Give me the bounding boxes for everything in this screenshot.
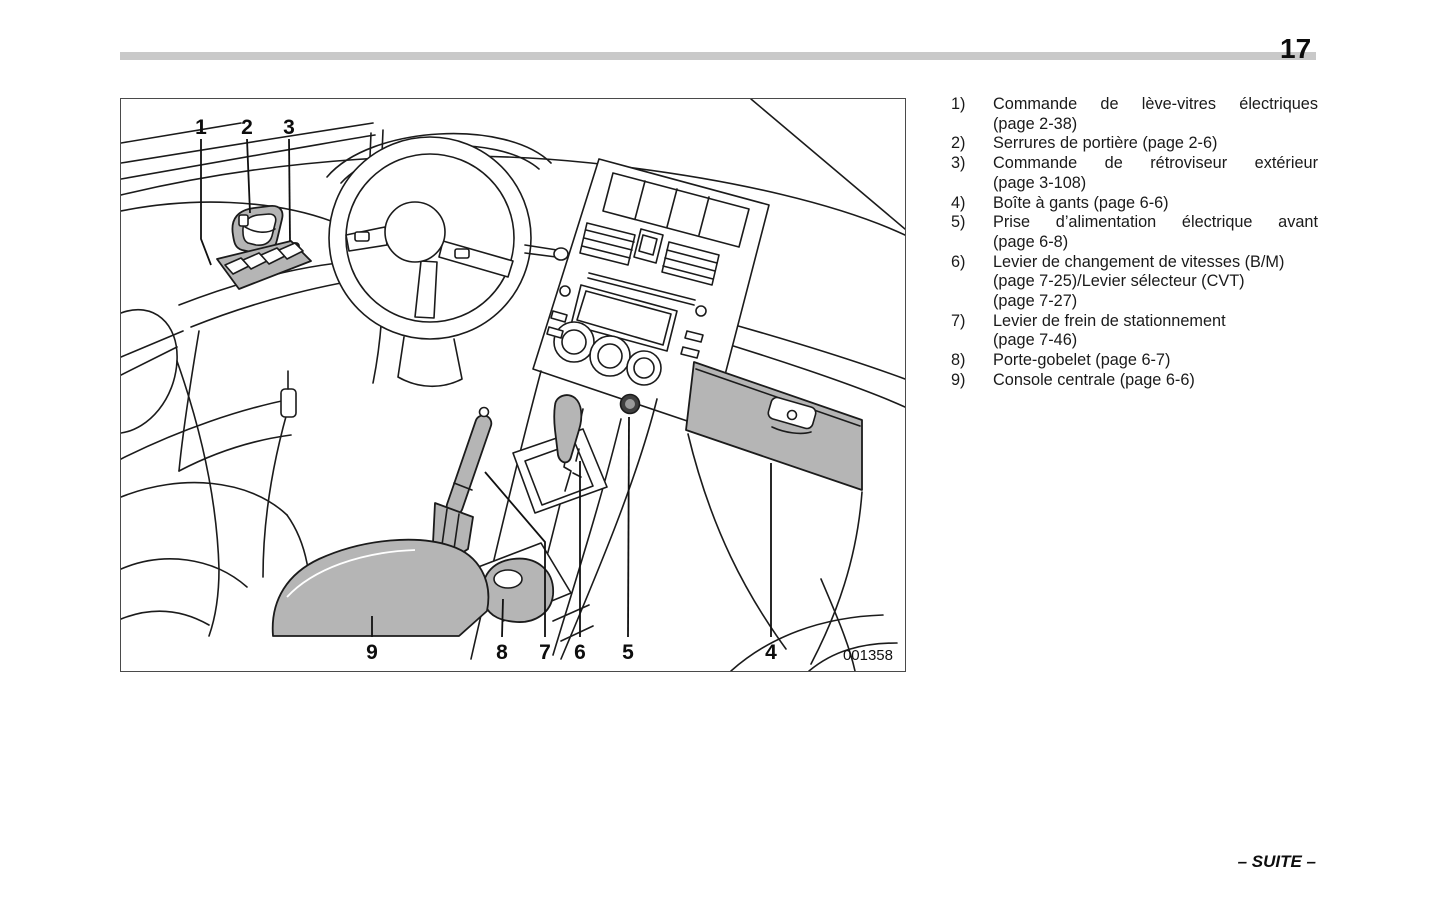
legend-item-text: Levier de frein de stationnement (page 7…	[993, 312, 1318, 351]
legend-item-line: Console centrale (page 6-6)	[993, 370, 1195, 389]
legend-item: 8) Porte-gobelet (page 6-7)	[951, 351, 1318, 371]
legend-item-line: Porte-gobelet (page 6-7)	[993, 351, 1171, 370]
callout-4: 4	[765, 641, 777, 664]
legend-item-number: 5)	[951, 213, 966, 232]
legend-item-text: Serrures de portière (page 2-6)	[993, 134, 1318, 154]
upper-vent-recess	[602, 172, 750, 248]
right-air-vent	[661, 241, 720, 286]
legend-item-line: Boîte à gants (page 6-6)	[993, 193, 1169, 212]
legend-item-line: Levier de changement de vitesses (B/M)	[993, 252, 1285, 271]
legend-item-number: 1)	[951, 95, 966, 113]
display-screen	[570, 284, 678, 352]
callout-8: 8	[496, 641, 508, 664]
climate-knobs	[553, 321, 662, 386]
hazard-switch	[633, 228, 664, 264]
legend-item: 3) Commande de rétroviseur extérieur (pa…	[951, 154, 1318, 193]
seatbelt-buckle	[280, 388, 297, 418]
legend-item-number: 8)	[951, 351, 966, 370]
legend-item-number: 7)	[951, 311, 966, 330]
callout-7: 7	[539, 641, 551, 664]
legend-item-text: Console centrale (page 6-6)	[993, 371, 1318, 391]
glove-box-latch	[767, 396, 817, 435]
legend-item: 2) Serrures de portière (page 2-6)	[951, 134, 1318, 154]
legend-item-number: 3)	[951, 154, 966, 173]
legend-item-number: 9)	[951, 370, 966, 389]
callout-1: 1	[195, 116, 207, 139]
legend-item: 9) Console centrale (page 6-6)	[951, 371, 1318, 391]
page-number: 17	[1280, 33, 1312, 64]
legend-item-number: 4)	[951, 193, 966, 212]
legend-item-text: Porte-gobelet (page 6-7)	[993, 351, 1318, 371]
legend-item-text: Levier de changement de vitesses (B/M) (…	[993, 253, 1318, 312]
armrest-console	[271, 538, 490, 637]
legend-item-line: Serrures de portière (page 2-6)	[993, 134, 1218, 153]
brake-release-button	[478, 406, 490, 418]
legend-item-text: Commande de lève-vitres électriques (pag…	[993, 95, 1318, 134]
cd-slot	[587, 272, 696, 306]
legend-item-number: 6)	[951, 252, 966, 271]
left-air-vent	[579, 222, 636, 266]
continuation-marker: – SUITE –	[1237, 852, 1316, 871]
legend-item-number: 2)	[951, 134, 966, 153]
legend-item: 4) Boîte à gants (page 6-6)	[951, 194, 1318, 214]
legend-item-text: Commande de rétroviseur extérieur (page …	[993, 154, 1318, 193]
header-rule	[120, 52, 1316, 60]
wiper-stalk	[524, 244, 558, 258]
center-stack	[532, 158, 770, 430]
legend-item-line: Commande de rétroviseur extérieur	[993, 154, 1318, 173]
callout-5: 5	[622, 641, 634, 664]
callout-9: 9	[366, 641, 378, 664]
callout-leader-lines	[200, 138, 772, 638]
legend-item-text: Boîte à gants (page 6-6)	[993, 194, 1318, 214]
legend-item-line: (page 7-46)	[993, 331, 1078, 350]
callout-3: 3	[283, 116, 295, 139]
interior-illustration: 1 2 3 9 8 7 6 5 4 001358	[121, 99, 905, 671]
seats	[121, 308, 898, 671]
legend-item: 7) Levier de frein de stationnement (pag…	[951, 312, 1318, 351]
legend-item-line: (page 7-27)	[993, 292, 1078, 311]
steering-hub	[384, 201, 446, 263]
power-outlet	[619, 393, 641, 415]
legend-item: 1) Commande de lève-vitres électriques (…	[951, 95, 1318, 134]
glove-box	[685, 361, 863, 671]
interior-figure: 1 2 3 9 8 7 6 5 4 001358	[120, 98, 906, 672]
center-console	[432, 370, 658, 660]
legend-item-text: Prise d’alimentation électrique avant (p…	[993, 213, 1318, 252]
legend-item-line: Levier de frein de stationnement	[993, 311, 1226, 330]
legend-item-line: (page 2-38)	[993, 114, 1078, 133]
dashboard-lines	[121, 99, 905, 408]
legend-item-line: (page 7-25)/Levier sélecteur (CVT)	[993, 272, 1245, 291]
door-handle	[231, 205, 284, 255]
window-switch-panel	[216, 240, 312, 290]
figure-id: 001358	[843, 647, 893, 664]
door-lock-knob	[238, 214, 249, 227]
legend-item: 6) Levier de changement de vitesses (B/M…	[951, 253, 1318, 312]
legend-item-line: (page 3-108)	[993, 173, 1087, 192]
legend-list: 1) Commande de lève-vitres électriques (…	[951, 95, 1318, 391]
cup-holder	[472, 542, 572, 623]
legend-item-line: Commande de lève-vitres électriques	[993, 95, 1318, 113]
parking-brake-lever	[432, 406, 493, 556]
callout-2: 2	[241, 116, 253, 139]
instrument-hood	[326, 132, 552, 178]
legend-item-line: Prise d’alimentation électrique avant	[993, 213, 1318, 232]
shift-lever	[553, 394, 583, 464]
steering-wheel	[326, 132, 569, 388]
legend-item: 5) Prise d’alimentation électrique avant…	[951, 213, 1318, 252]
callout-6: 6	[574, 641, 586, 664]
legend-item-line: (page 6-8)	[993, 232, 1069, 251]
callout-numbers: 1 2 3 9 8 7 6 5 4	[195, 116, 777, 664]
